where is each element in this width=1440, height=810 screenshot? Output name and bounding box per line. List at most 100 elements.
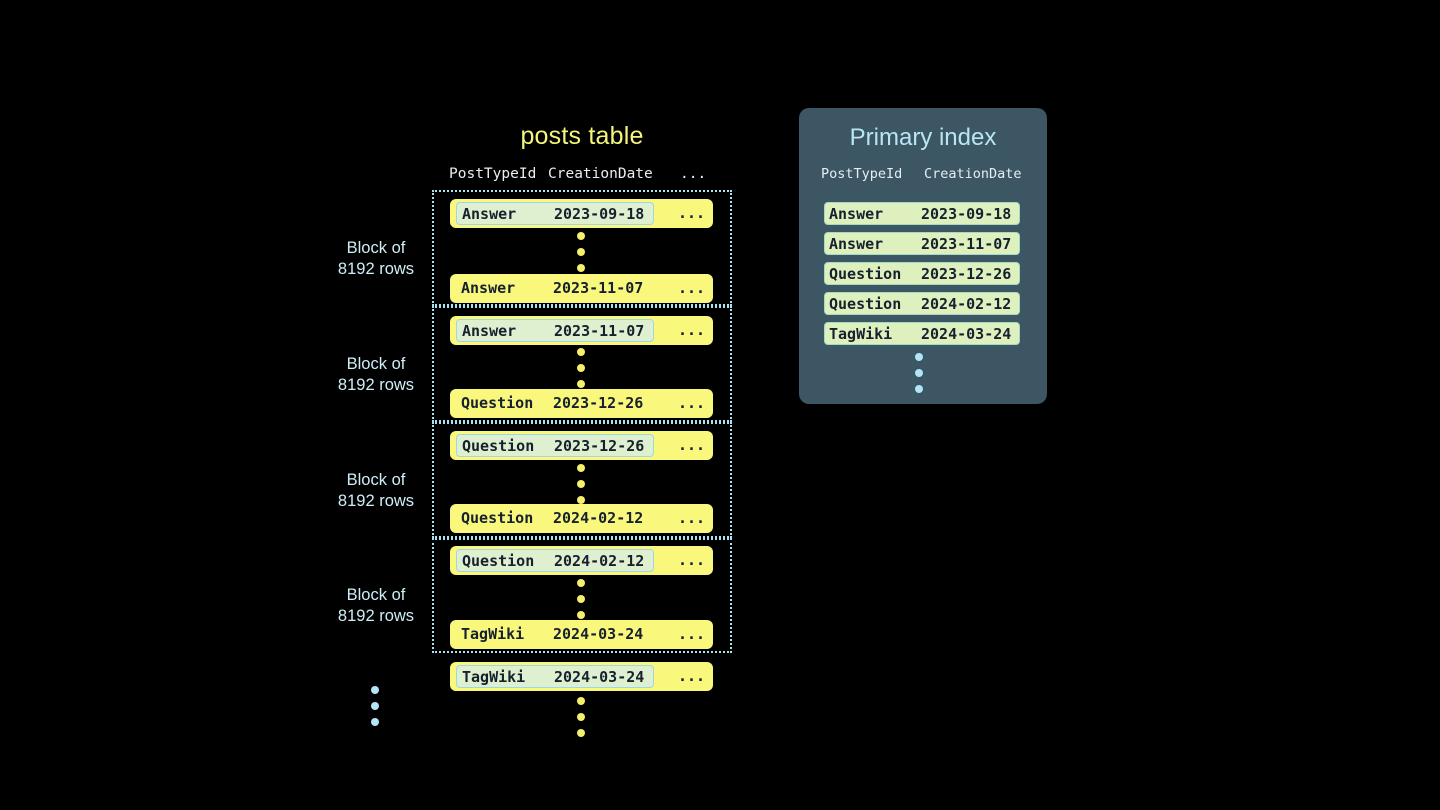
cell-creationdate: 2024-02-12 <box>553 509 644 527</box>
table-row[interactable]: Answer 2023-09-18 ... <box>450 199 713 228</box>
cell-more-ellipsis: ... <box>678 551 706 569</box>
cell-creationdate: 2023-12-26 <box>553 394 644 412</box>
dot <box>577 729 585 737</box>
column-header-creationdate: CreationDate <box>548 166 653 182</box>
block-3-label-line1: Block of <box>346 471 406 489</box>
cell-posttypeid: Answer <box>462 322 517 340</box>
cell-posttypeid: TagWiki <box>829 325 893 343</box>
table-row[interactable]: Question 2023-12-26 ... <box>450 431 713 460</box>
cell-creationdate: 2024-02-12 <box>921 295 1012 313</box>
cell-posttypeid: Answer <box>461 279 516 297</box>
dot <box>371 718 379 726</box>
cell-creationdate: 2024-03-24 <box>921 325 1012 343</box>
row-ellipsis-dots <box>577 348 587 396</box>
cell-more-ellipsis: ... <box>678 394 706 412</box>
cell-more-ellipsis: ... <box>678 321 706 339</box>
cell-creationdate: 2023-11-07 <box>553 279 644 297</box>
cell-creationdate: 2023-09-18 <box>554 205 645 223</box>
block-1-label-line1: Block of <box>346 239 406 257</box>
cell-more-ellipsis: ... <box>678 279 706 297</box>
cell-more-ellipsis: ... <box>678 625 706 643</box>
row-ellipsis-dots <box>577 579 587 627</box>
dot <box>915 353 923 361</box>
index-row[interactable]: Question 2024-02-12 <box>824 292 1020 315</box>
dot <box>577 697 585 705</box>
dot <box>577 248 585 256</box>
cell-more-ellipsis: ... <box>678 667 706 685</box>
cell-creationdate: 2024-03-24 <box>553 625 644 643</box>
dot <box>577 264 585 272</box>
column-header-more-ellipsis: ... <box>680 166 707 182</box>
dot <box>577 496 585 504</box>
blocks-continue-ellipsis-dots <box>371 686 381 734</box>
cell-creationdate: 2023-09-18 <box>921 205 1012 223</box>
block-3 <box>432 422 732 538</box>
dot <box>577 232 585 240</box>
block-2 <box>432 306 732 422</box>
cell-creationdate: 2023-12-26 <box>921 265 1012 283</box>
cell-creationdate: 2024-02-12 <box>554 552 645 570</box>
block-2-label: Block of 8192 rows <box>296 354 456 396</box>
cell-posttypeid: Answer <box>829 205 884 223</box>
block-2-label-line1: Block of <box>346 355 406 373</box>
cell-posttypeid: Question <box>462 437 535 455</box>
row-key-cells: Question 2024-02-12 <box>456 507 654 530</box>
block-3-label: Block of 8192 rows <box>296 470 456 512</box>
dot <box>577 611 585 619</box>
row-key-cells: Question 2023-12-26 <box>456 392 654 415</box>
cell-creationdate: 2023-11-07 <box>554 322 645 340</box>
row-ellipsis-dots <box>577 232 587 280</box>
index-column-header-creationdate: CreationDate <box>924 166 1022 182</box>
dot <box>577 595 585 603</box>
cell-posttypeid: Question <box>461 394 534 412</box>
cell-creationdate: 2023-11-07 <box>921 235 1012 253</box>
row-key-cells: Question 2024-02-12 <box>456 549 654 572</box>
row-key-cells: Answer 2023-11-07 <box>456 277 654 300</box>
dot <box>577 348 585 356</box>
row-key-cells: Answer 2023-11-07 <box>456 319 654 342</box>
table-row[interactable]: Question 2024-02-12 ... <box>450 546 713 575</box>
column-header-posttypeid: PostTypeId <box>449 166 537 182</box>
block-4-label-line1: Block of <box>346 586 406 604</box>
cell-posttypeid: Question <box>462 552 535 570</box>
primary-index-column-headers: PostTypeId CreationDate <box>821 166 1031 186</box>
index-column-header-posttypeid: PostTypeId <box>821 166 903 182</box>
block-1-label: Block of 8192 rows <box>296 238 456 280</box>
dot <box>577 713 585 721</box>
cell-creationdate: 2023-12-26 <box>554 437 645 455</box>
row-key-cells: Answer 2023-09-18 <box>456 202 654 225</box>
table-row[interactable]: Answer 2023-11-07 ... <box>450 316 713 345</box>
index-row[interactable]: Question 2023-12-26 <box>824 262 1020 285</box>
cell-posttypeid: Question <box>461 509 534 527</box>
cell-more-ellipsis: ... <box>678 509 706 527</box>
table-row[interactable]: TagWiki 2024-03-24 ... <box>450 662 713 691</box>
dot <box>915 385 923 393</box>
dot <box>371 702 379 710</box>
dot <box>577 480 585 488</box>
table-row[interactable]: Question 2024-02-12 ... <box>450 504 713 533</box>
block-1 <box>432 190 732 306</box>
dot <box>577 380 585 388</box>
block-1-label-line2: 8192 rows <box>337 260 415 278</box>
cell-posttypeid: Question <box>829 265 902 283</box>
table-row[interactable]: Question 2023-12-26 ... <box>450 389 713 418</box>
cell-posttypeid: Answer <box>829 235 884 253</box>
cell-creationdate: 2024-03-24 <box>554 668 645 686</box>
cell-more-ellipsis: ... <box>678 204 706 222</box>
primary-index-panel: Primary index PostTypeId CreationDate An… <box>799 108 1047 404</box>
dot <box>371 686 379 694</box>
table-row[interactable]: TagWiki 2024-03-24 ... <box>450 620 713 649</box>
dot <box>577 464 585 472</box>
dot <box>915 369 923 377</box>
posts-table-column-headers: PostTypeId CreationDate ... <box>448 166 720 186</box>
index-continues-ellipsis-dots <box>915 353 925 401</box>
cell-posttypeid: TagWiki <box>462 668 526 686</box>
dot <box>577 579 585 587</box>
cell-posttypeid: TagWiki <box>461 625 525 643</box>
table-row[interactable]: Answer 2023-11-07 ... <box>450 274 713 303</box>
index-row[interactable]: Answer 2023-11-07 <box>824 232 1020 255</box>
dot <box>577 364 585 372</box>
index-row[interactable]: Answer 2023-09-18 <box>824 202 1020 225</box>
index-row[interactable]: TagWiki 2024-03-24 <box>824 322 1020 345</box>
posts-table-title: posts table <box>520 122 644 150</box>
